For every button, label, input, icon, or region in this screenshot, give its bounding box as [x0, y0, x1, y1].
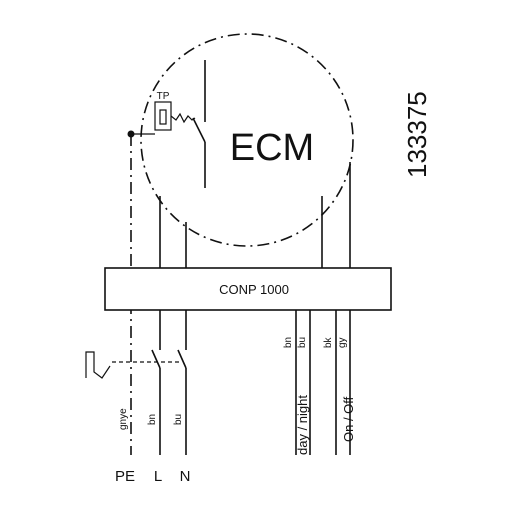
controller-box: CONP 1000 [104, 267, 392, 311]
wire-label-n: bu [173, 414, 184, 425]
control-wires [295, 310, 351, 455]
terminal-pe: PE [115, 468, 135, 485]
wire-label-dn2: bu [297, 337, 308, 348]
manual-actuator-symbol [85, 351, 111, 379]
wire-label-oo1: bk [323, 336, 334, 348]
motor-internal-switch [192, 60, 206, 188]
motor-label: ECM [230, 127, 314, 169]
wire-label-dn1: bn [283, 337, 294, 348]
signal-labels: day / night On / Off [295, 395, 356, 455]
supply-wires [112, 310, 187, 455]
controller-label: CONP 1000 [219, 282, 289, 297]
wire-label-l: bn [147, 414, 158, 425]
wire-label-oo2: gy [337, 337, 348, 348]
thermal-protector-label: TP [157, 91, 170, 102]
motor-housing: ECM [140, 33, 354, 247]
wire-label-pe: gnye [118, 408, 129, 430]
signal-day-night: day / night [295, 395, 310, 455]
terminal-labels: PE L N [115, 468, 190, 485]
terminal-l: L [154, 468, 162, 485]
wire-color-labels: gnye bn bu bn bu bk gy [118, 336, 348, 430]
signal-on-off: On / Off [341, 396, 356, 442]
drawing-number: 133375 [402, 91, 432, 178]
thermal-protector: TP [154, 91, 196, 131]
terminal-n: N [180, 468, 191, 485]
motor-controller-wires [159, 162, 351, 268]
pe-conductor [127, 130, 155, 455]
